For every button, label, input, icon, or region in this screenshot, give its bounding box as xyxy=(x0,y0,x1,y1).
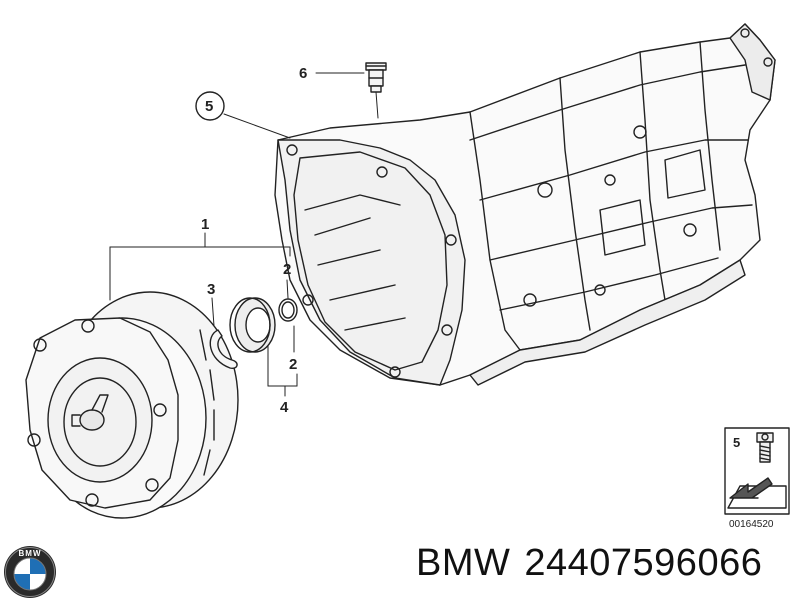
snap-ring xyxy=(209,329,238,370)
callout-6: 6 xyxy=(299,65,307,82)
callout-2-top: 2 xyxy=(283,261,291,278)
filler-plug xyxy=(365,62,387,93)
callout-labels: 1 2 3 2 4 5 6 5 00164520 xyxy=(201,65,774,530)
leader-lines xyxy=(109,72,379,397)
transmission-housing xyxy=(274,23,776,386)
callout-5: 5 xyxy=(205,98,213,115)
torque-converter xyxy=(25,291,239,519)
inset-code: 00164520 xyxy=(729,519,774,530)
callout-4: 4 xyxy=(280,399,289,416)
o-ring xyxy=(278,298,298,322)
bolt-icon xyxy=(756,432,774,463)
part-caption: BMW 24407596066 xyxy=(416,542,776,585)
callout-3: 3 xyxy=(207,281,215,298)
bmw-logo: BMW xyxy=(4,546,56,598)
shaft-seal xyxy=(229,297,276,353)
callout-circle-5 xyxy=(195,91,225,121)
bmw-logo-text: BMW xyxy=(19,549,42,558)
callout-2-bottom: 2 xyxy=(289,356,297,373)
caption-brand: BMW xyxy=(416,542,511,584)
direction-arrow-icon xyxy=(727,477,787,509)
inset-callout-5: 5 xyxy=(733,435,740,450)
caption-part-number: 24407596066 xyxy=(524,542,763,584)
callout-1: 1 xyxy=(201,216,209,233)
inset-box xyxy=(724,427,790,515)
